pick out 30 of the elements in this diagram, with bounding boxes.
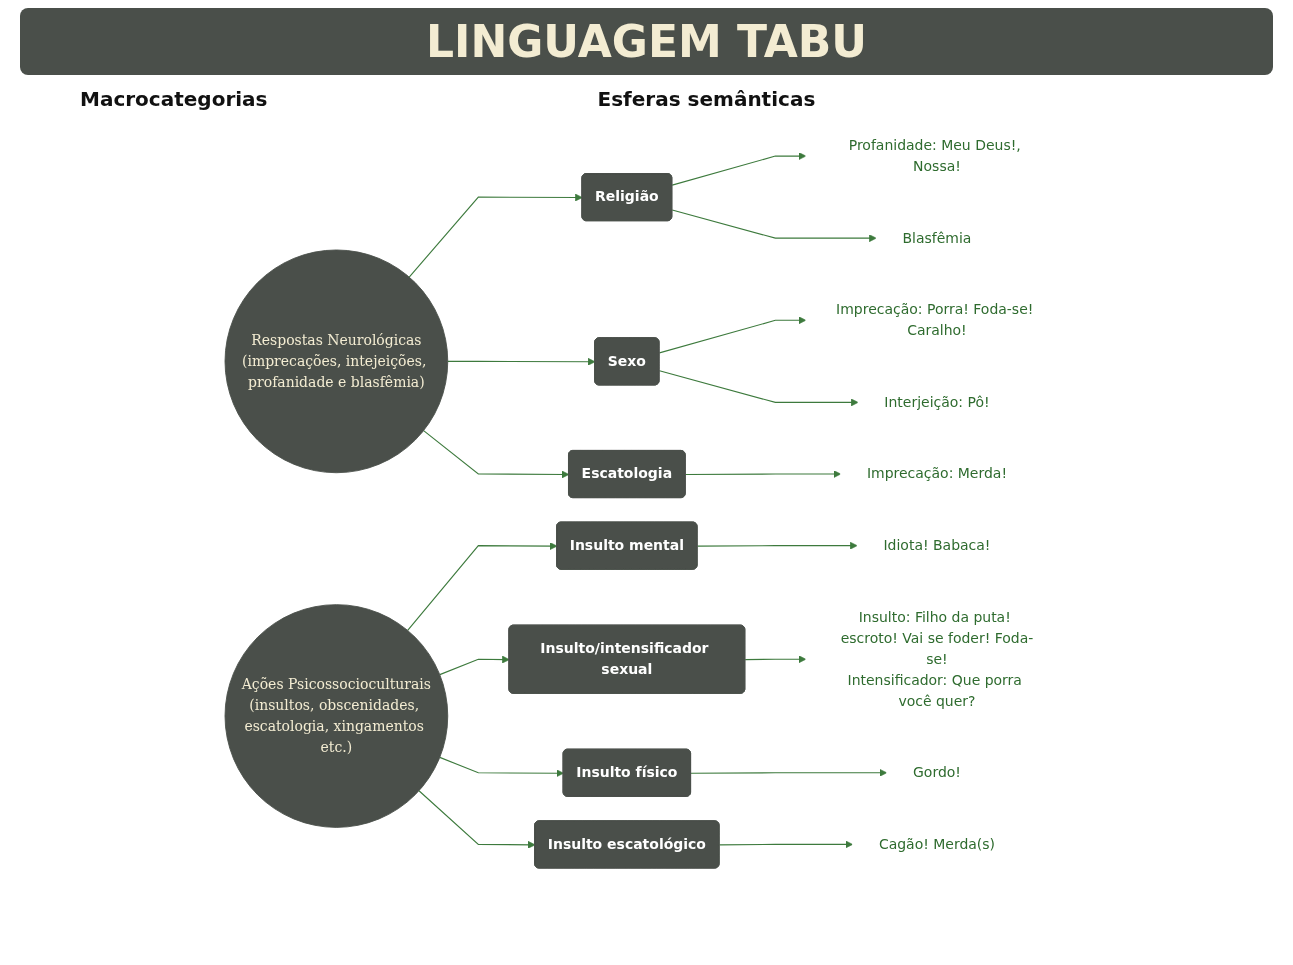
arrow bbox=[439, 655, 510, 676]
node-text: Cagão! Merda(s) bbox=[878, 835, 996, 853]
column-heading: Esferas semânticas bbox=[597, 87, 816, 111]
node-circle: Respostas Neurológicas (imprecações, intejeições, profanidade e blasfêmia) bbox=[224, 249, 449, 474]
node-text: Imprecação: Merda! bbox=[866, 465, 1007, 482]
node-text: Imprecação: Porra! Foda-se! Caralho! bbox=[836, 301, 1034, 339]
arrow bbox=[690, 768, 888, 777]
arrow bbox=[418, 790, 536, 849]
arrow bbox=[407, 542, 558, 632]
node-text: Insulto: Filho da puta! escroto! Vai se foder! Foda-se! Intensificador: Que porra você quer? bbox=[840, 608, 1034, 710]
node-text: Idiota! Babaca! bbox=[883, 536, 991, 554]
node-text: Blasfêmia bbox=[902, 229, 972, 247]
node-circle: Ações Psicossocioculturais (insultos, obscenidades, escatologia, xingamentos etc.) bbox=[224, 604, 449, 828]
arrow bbox=[718, 840, 854, 849]
arrow bbox=[744, 655, 807, 664]
node-text: Profanidade: Meu Deus!, Nossa! bbox=[848, 136, 1021, 175]
arrow bbox=[408, 193, 583, 278]
arrow bbox=[423, 430, 570, 479]
arrow bbox=[671, 209, 877, 242]
arrow bbox=[658, 316, 807, 354]
arrow bbox=[685, 470, 842, 478]
node-text: Interjeição: Pô! bbox=[884, 393, 990, 411]
arrow bbox=[447, 357, 596, 366]
arrow bbox=[671, 152, 807, 186]
node-text: Gordo! bbox=[913, 764, 961, 781]
title-banner: LINGUAGEM TABU bbox=[20, 8, 1273, 75]
column-heading: Macrocategorias bbox=[80, 87, 268, 111]
arrow bbox=[658, 370, 859, 407]
arrow bbox=[696, 541, 858, 550]
arrow bbox=[439, 756, 564, 778]
